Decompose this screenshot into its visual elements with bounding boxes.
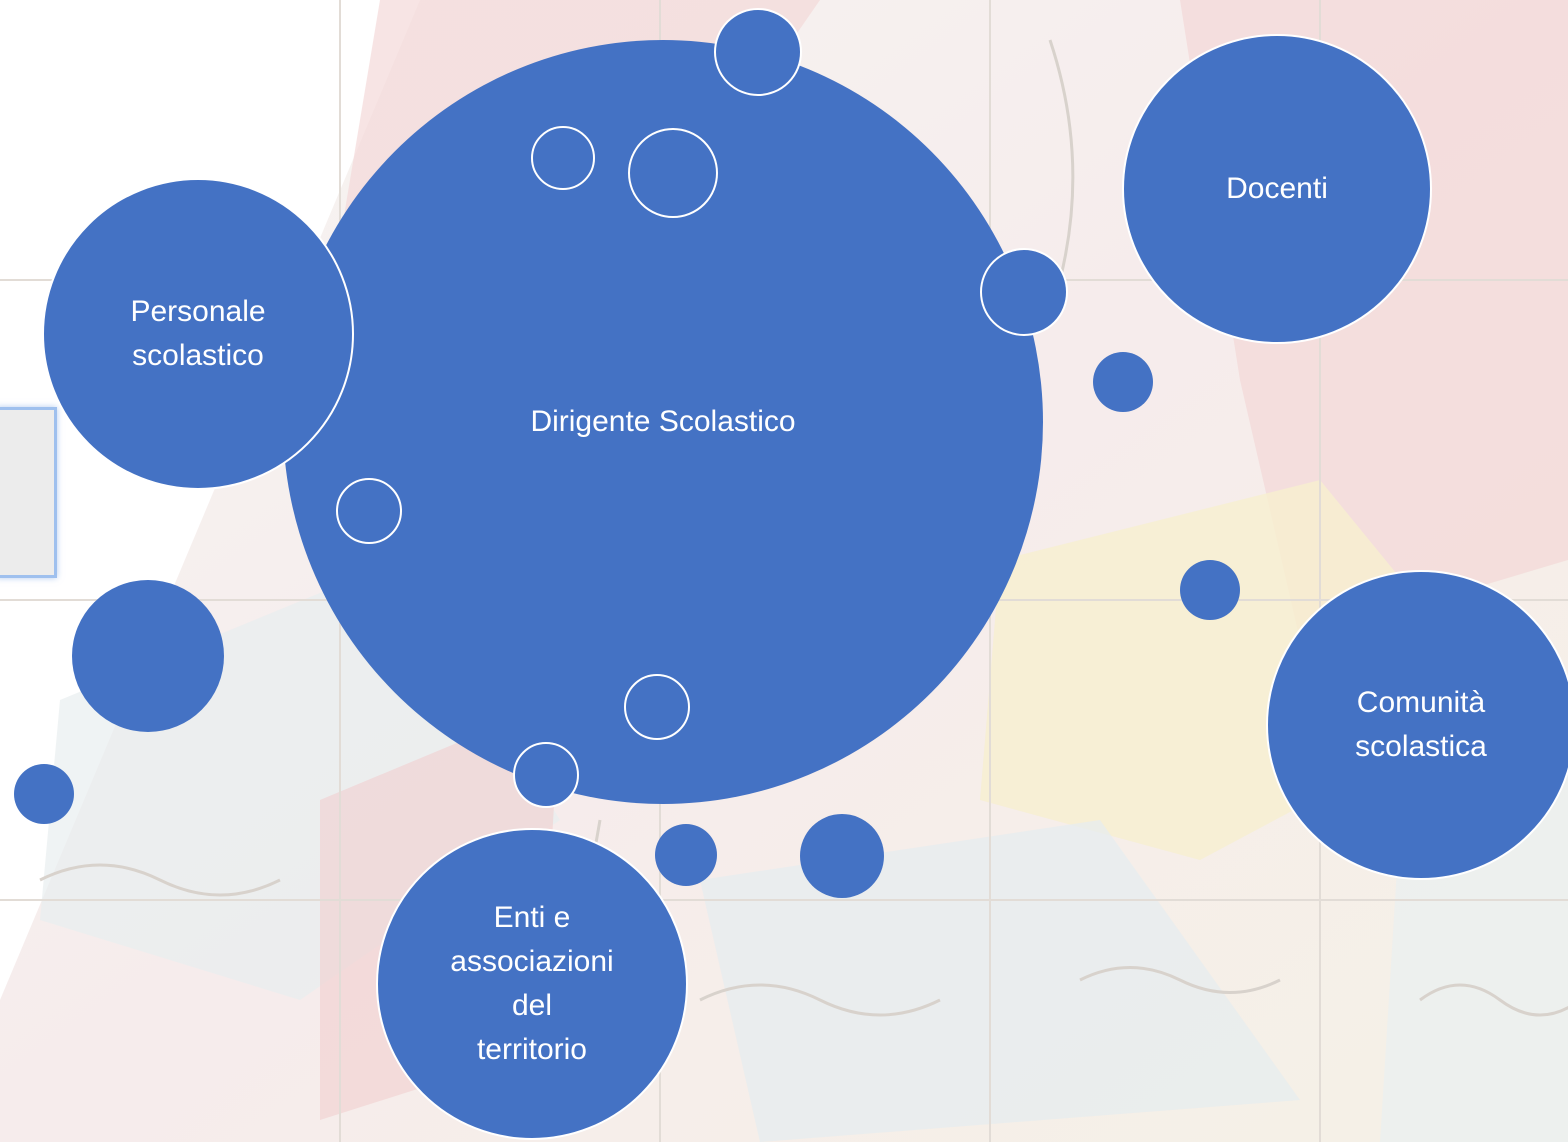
bubble: [800, 814, 884, 898]
bubble-hollow: [336, 478, 402, 544]
node-docenti[interactable]: Docenti: [1122, 34, 1432, 344]
side-panel: [0, 407, 57, 578]
bubble: [714, 8, 802, 96]
bubble-hollow: [531, 126, 595, 190]
bubble: [655, 824, 717, 886]
node-label: Personale scolastico: [130, 295, 266, 372]
node-label: Docenti: [1226, 172, 1328, 205]
bubble: [1093, 352, 1153, 412]
node-label: Comunità scolastica: [1355, 686, 1487, 763]
bubble: [980, 248, 1068, 336]
node-comunita-scolastica[interactable]: Comunità scolastica: [1266, 570, 1568, 880]
node-enti-associazioni[interactable]: Enti e associazioni del territorio: [376, 828, 688, 1140]
bubble-hollow: [624, 674, 690, 740]
bubble-hollow: [628, 128, 718, 218]
node-personale-scolastico[interactable]: Personale scolastico: [42, 178, 354, 490]
node-label: Dirigente Scolastico: [530, 405, 796, 438]
bubble: [14, 764, 74, 824]
bubble: [513, 742, 579, 808]
node-label: Enti e associazioni del territorio: [450, 901, 614, 1066]
bubble: [1180, 560, 1240, 620]
bubble: [72, 580, 224, 732]
